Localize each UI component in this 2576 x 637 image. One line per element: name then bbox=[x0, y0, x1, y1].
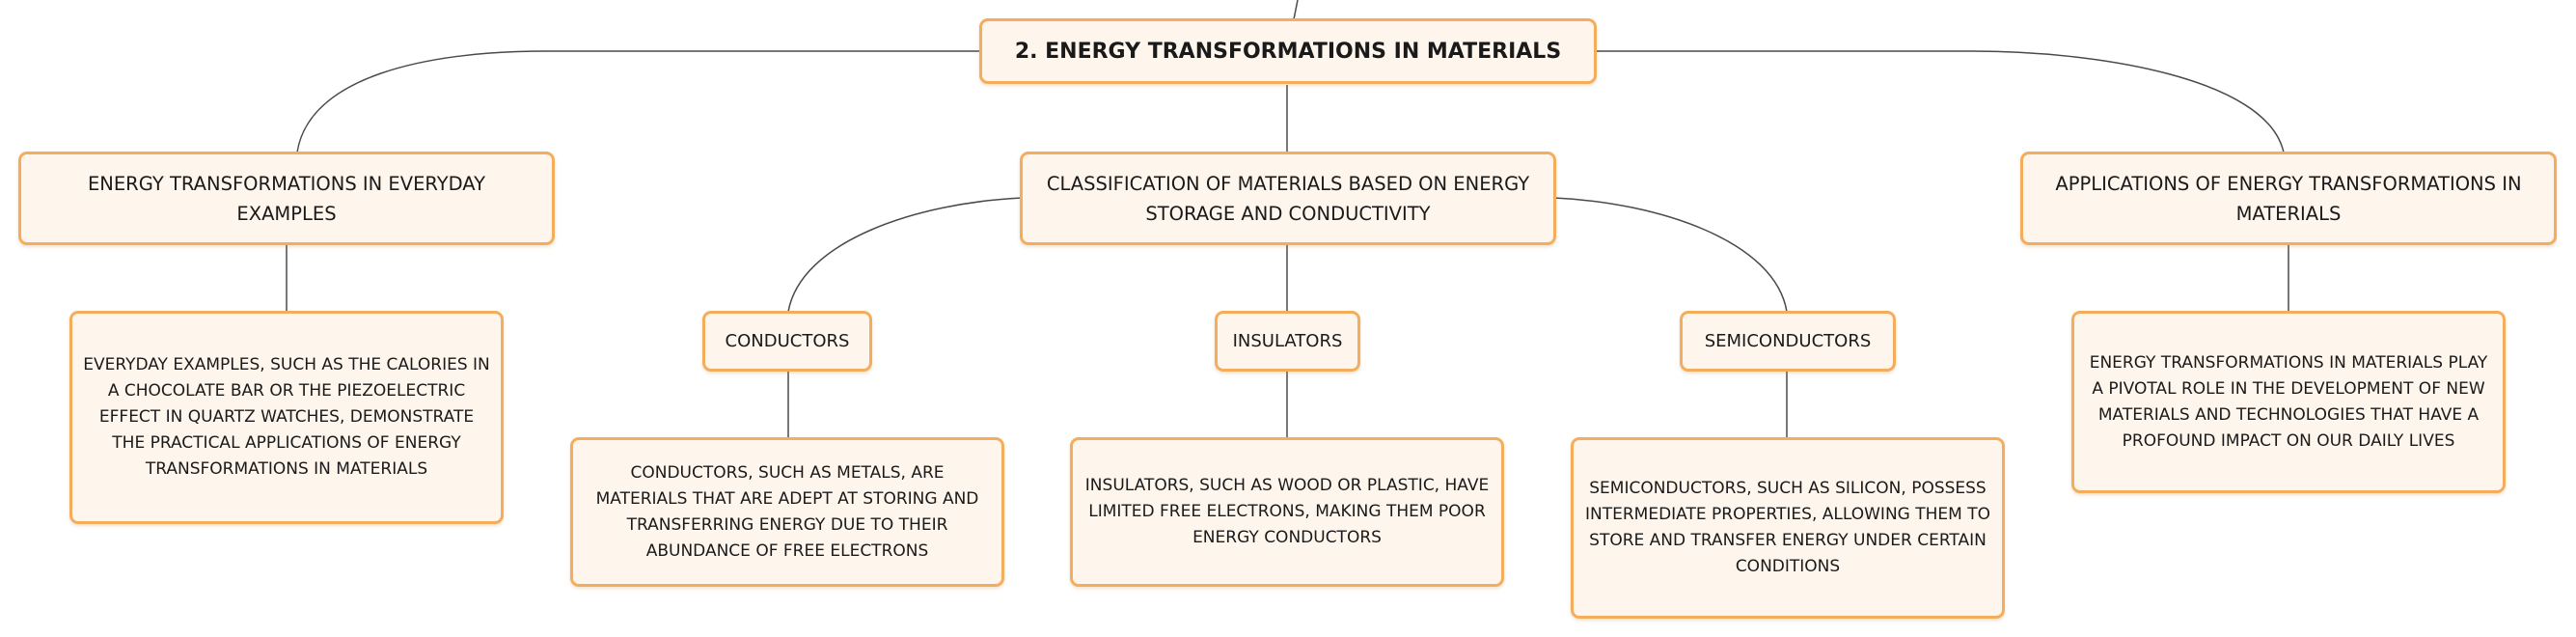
semiconductors-detail-text: SEMICONDUCTORS, SUCH AS SILICON, POSSESS… bbox=[1585, 479, 1990, 576]
branch-classification-node[interactable]: CLASSIFICATION OF MATERIALS BASED ON ENE… bbox=[1020, 152, 1556, 245]
branch-everyday-node[interactable]: ENERGY TRANSFORMATIONS IN EVERYDAY EXAMP… bbox=[18, 152, 555, 245]
everyday-detail-text: EVERYDAY EXAMPLES, SUCH AS THE CALORIES … bbox=[83, 355, 490, 479]
insulators-detail-node[interactable]: INSULATORS, SUCH AS WOOD OR PLASTIC, HAV… bbox=[1070, 437, 1504, 587]
insulators-node[interactable]: INSULATORS bbox=[1215, 311, 1360, 372]
branch-classification-title: CLASSIFICATION OF MATERIALS BASED ON ENE… bbox=[1046, 172, 1530, 225]
applications-detail-node[interactable]: ENERGY TRANSFORMATIONS IN MATERIALS PLAY… bbox=[2071, 311, 2506, 493]
connector-classification-semiconductors bbox=[1553, 197, 1788, 313]
conductors-detail-node[interactable]: CONDUCTORS, SUCH AS METALS, ARE MATERIAL… bbox=[570, 437, 1004, 587]
conductors-node[interactable]: CONDUCTORS bbox=[702, 311, 872, 372]
branch-everyday-title: ENERGY TRANSFORMATIONS IN EVERYDAY EXAMP… bbox=[87, 172, 486, 225]
everyday-detail-node[interactable]: EVERYDAY EXAMPLES, SUCH AS THE CALORIES … bbox=[69, 311, 504, 524]
branch-applications-title: APPLICATIONS OF ENERGY TRANSFORMATIONS I… bbox=[2055, 172, 2522, 225]
semiconductors-title: SEMICONDUCTORS bbox=[1704, 331, 1872, 351]
branch-applications-node[interactable]: APPLICATIONS OF ENERGY TRANSFORMATIONS I… bbox=[2020, 152, 2557, 245]
semiconductors-node[interactable]: SEMICONDUCTORS bbox=[1680, 311, 1896, 372]
root-title: 2. ENERGY TRANSFORMATIONS IN MATERIALS bbox=[1014, 39, 1562, 64]
semiconductors-detail-node[interactable]: SEMICONDUCTORS, SUCH AS SILICON, POSSESS… bbox=[1571, 437, 2005, 619]
connector-root-everyday bbox=[296, 50, 981, 153]
conductors-title: CONDUCTORS bbox=[725, 331, 850, 351]
conductors-detail-text: CONDUCTORS, SUCH AS METALS, ARE MATERIAL… bbox=[595, 462, 979, 561]
parent-connector bbox=[1293, 0, 1299, 20]
insulators-title: INSULATORS bbox=[1232, 331, 1343, 351]
applications-detail-text: ENERGY TRANSFORMATIONS IN MATERIALS PLAY… bbox=[2089, 352, 2488, 451]
insulators-detail-text: INSULATORS, SUCH AS WOOD OR PLASTIC, HAV… bbox=[1084, 476, 1490, 547]
connector-root-applications bbox=[1595, 50, 2285, 153]
root-node[interactable]: 2. ENERGY TRANSFORMATIONS IN MATERIALS bbox=[979, 18, 1597, 84]
connector-classification-conductors bbox=[787, 197, 1024, 313]
